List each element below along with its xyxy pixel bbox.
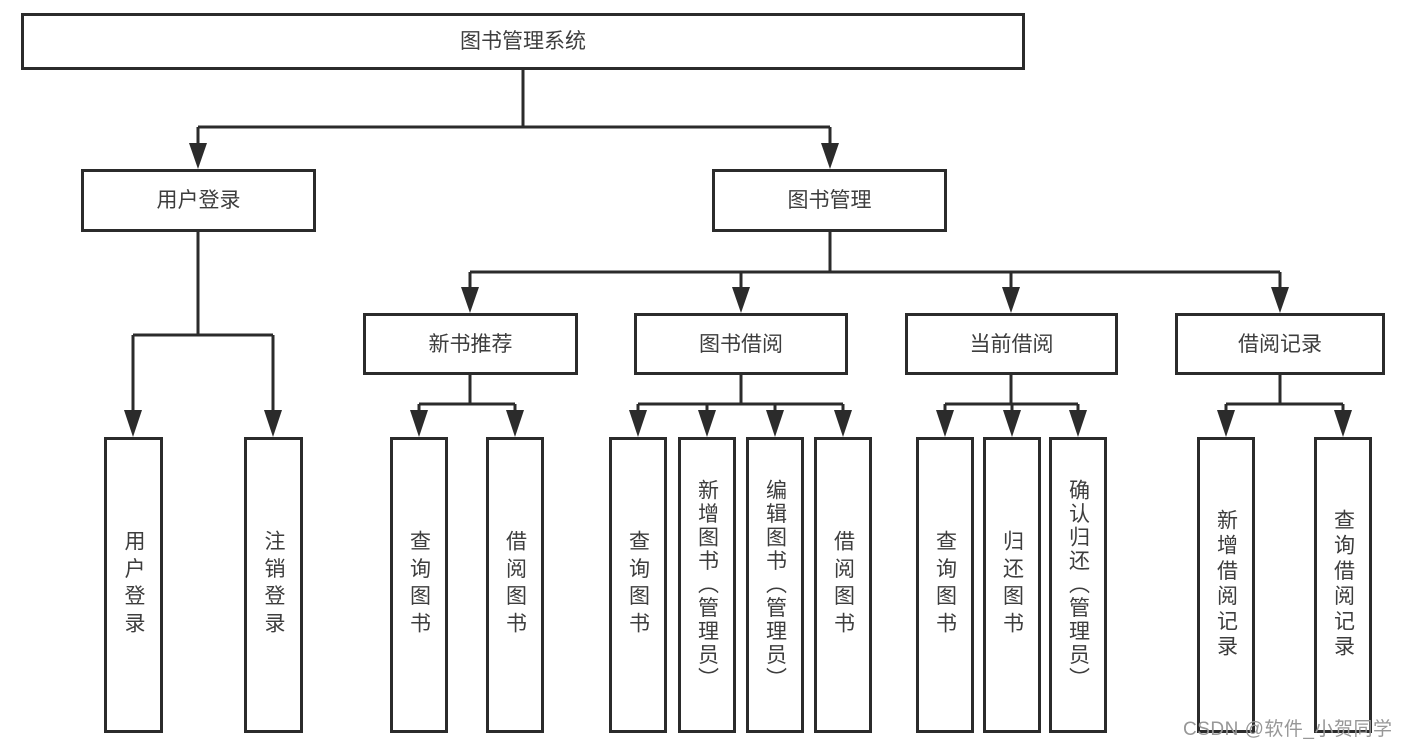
leaf-query-borrow-record: 查询借阅记录	[1314, 437, 1372, 733]
node-library-management-system: 图书管理系统	[21, 13, 1025, 70]
node-new-book-recommend: 新书推荐	[363, 313, 578, 375]
leaf-borrow-books-recommend: 借阅图书	[486, 437, 544, 733]
node-borrow-records: 借阅记录	[1175, 313, 1385, 375]
leaf-add-borrow-record: 新增借阅记录	[1197, 437, 1255, 733]
leaf-borrow-books: 借阅图书	[814, 437, 872, 733]
node-current-borrow: 当前借阅	[905, 313, 1118, 375]
csdn-watermark: CSDN @软件_小贺同学	[1183, 719, 1393, 740]
leaf-query-books-borrow: 查询图书	[609, 437, 667, 733]
leaf-query-books-current: 查询图书	[916, 437, 974, 733]
leaf-logout: 注销登录	[244, 437, 303, 733]
leaf-query-books-recommend: 查询图书	[390, 437, 448, 733]
leaf-user-login: 用户登录	[104, 437, 163, 733]
node-book-borrow: 图书借阅	[634, 313, 848, 375]
node-book-management: 图书管理	[712, 169, 947, 232]
leaf-return-books: 归还图书	[983, 437, 1041, 733]
leaf-add-books-admin: 新增图书（管理员）	[678, 437, 736, 733]
node-user-login: 用户登录	[81, 169, 316, 232]
leaf-confirm-return-admin: 确认归还（管理员）	[1049, 437, 1107, 733]
leaf-edit-books-admin: 编辑图书（管理员）	[746, 437, 804, 733]
